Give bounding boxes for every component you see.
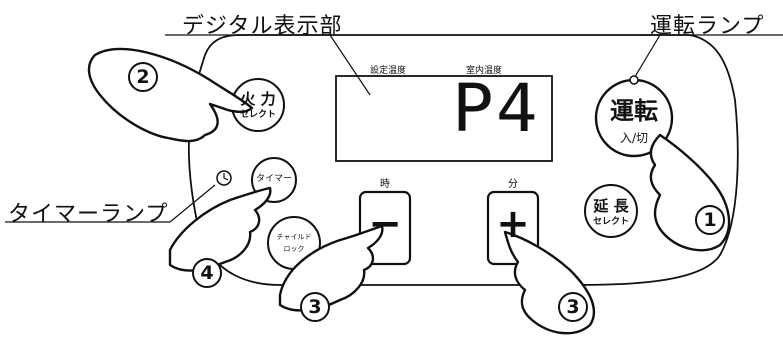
minute-label: 分 [508,179,518,190]
display-window [335,75,553,162]
hour-minus-symbol: − [368,201,402,247]
timer-lamp-callout-pointer [169,184,216,223]
heat-select-line2: セレクト [239,110,276,120]
set-temp-label: 設定温度 [370,66,407,76]
timer-lamp-clock-hands [223,173,229,181]
display-readout: P4 [452,70,540,147]
minute-plus-symbol: + [496,201,530,247]
timer-lamp-callout-label: タイマーランプ [8,202,169,227]
heat-select-line1: 火 力 [240,90,276,108]
run-line2: 入/切 [619,131,649,145]
extend-select-button [584,184,638,238]
step-3-right-marker: 3 [558,292,588,322]
run-lamp-callout-label: 運転ランプ [650,14,765,39]
extend-select-line2: セレクト [592,217,629,227]
step-3-left-marker: 3 [300,292,330,322]
run-line1: 運転 [610,97,658,125]
extend-select-line1: 延 長 [593,197,629,215]
hour-label: 時 [380,179,390,190]
panel-outline [187,34,739,286]
step-1-marker: 1 [695,205,725,235]
hand-icon-heat [87,47,254,143]
hand-icon-timer [168,186,272,272]
display-callout-pointer [329,34,371,96]
timer-button-label: タイマー [255,174,292,184]
display-callout-label: デジタル表示部 [182,14,343,39]
room-temp-label: 室内温度 [466,66,503,76]
run-lamp-callout-pointer [632,34,661,81]
child-lock-line2: ロック [283,245,305,253]
step-4-marker: 4 [192,258,222,288]
hand-icon-hour [278,224,384,312]
step-2-marker: 2 [128,62,158,92]
run-lamp [629,75,639,85]
child-lock-line1: チャイルド [276,233,312,241]
